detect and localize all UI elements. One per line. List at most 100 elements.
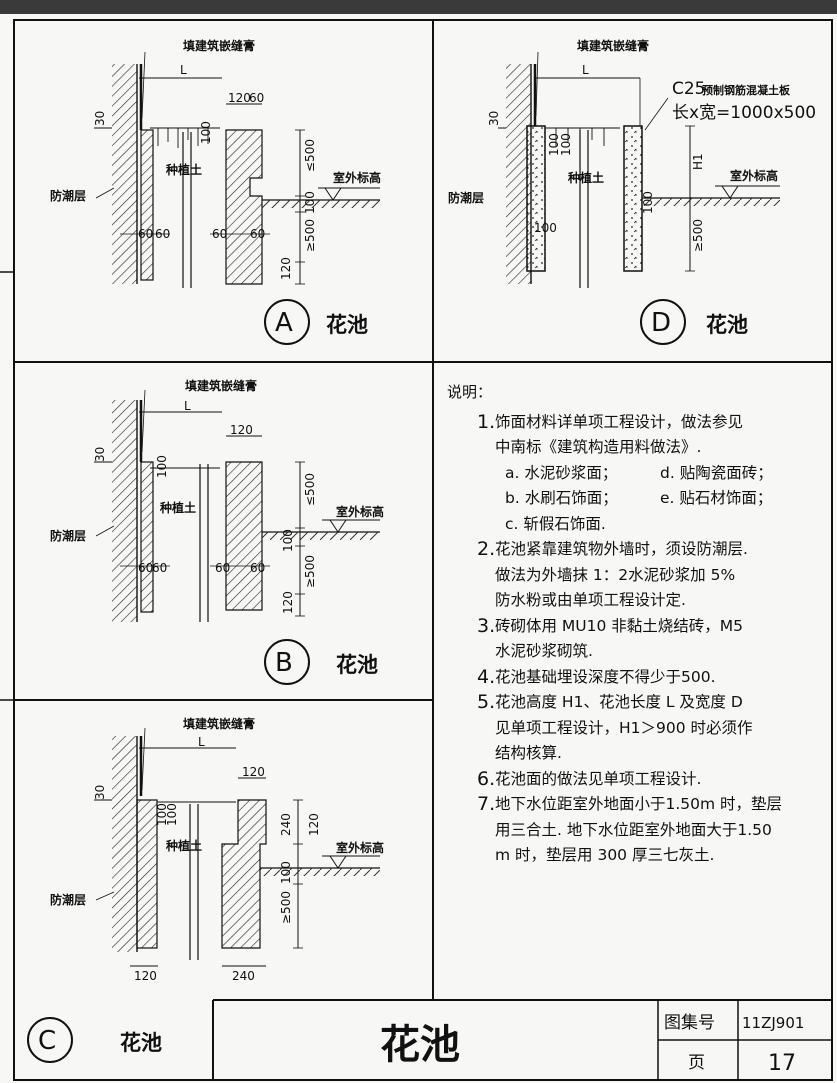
- outdoor-label: 室外标高: [336, 840, 384, 855]
- dim: 60: [250, 561, 265, 575]
- dim-L: L: [184, 399, 191, 413]
- dim: 30: [487, 111, 501, 126]
- note-line: 中南标《建筑构造用料做法》.: [495, 438, 702, 456]
- dim: 100: [303, 191, 317, 214]
- dim: ≤500: [303, 473, 317, 506]
- note-line: 结构核算.: [495, 744, 562, 762]
- dim: ≥500: [303, 555, 317, 588]
- dim: 120: [279, 257, 293, 280]
- slab-size: 长x宽=1000x500: [672, 103, 816, 123]
- caulk-label: 填建筑嵌缝膏: [183, 716, 255, 731]
- precast-slab: [526, 125, 546, 272]
- dim: 120: [230, 423, 253, 437]
- building-wall: [112, 64, 137, 284]
- dim: 60: [212, 227, 227, 241]
- finish-row: c. 斩假石饰面.: [505, 514, 606, 533]
- soil-label: 种植土: [165, 162, 202, 177]
- page-label: 页: [688, 1053, 705, 1073]
- detail-marker-b: [264, 639, 310, 685]
- dim: ≥500: [279, 891, 293, 924]
- soil-label: 种植土: [567, 170, 604, 185]
- dim: 100: [559, 133, 573, 156]
- dim: 60: [138, 227, 153, 241]
- soil-label: 种植土: [159, 500, 196, 515]
- finish-row: a. 水泥砂浆面；d. 贴陶瓷面砖；: [505, 463, 773, 482]
- caulk-label: 填建筑嵌缝膏: [185, 378, 257, 393]
- dim-L: L: [180, 63, 187, 77]
- dim: 60: [215, 561, 230, 575]
- slab-grade: C25: [672, 79, 706, 99]
- detail-letter-d: D: [651, 308, 671, 338]
- page-number: 17: [768, 1051, 796, 1076]
- dim: 100: [199, 121, 213, 144]
- note-item: 5.花池高度 H1、花池长度 L 及宽度 D: [477, 691, 743, 713]
- detail-letter-a: A: [275, 308, 293, 338]
- dim-L: L: [198, 735, 205, 749]
- detail-a: [94, 51, 380, 345]
- outdoor-label: 室外标高: [730, 168, 778, 183]
- detail-title-c: 花池: [120, 1031, 162, 1055]
- dim: 100: [155, 803, 169, 826]
- note-line: 做法为外墙抹 1：2水泥砂浆加 5%: [495, 565, 736, 584]
- dim: 60: [250, 227, 265, 241]
- detail-marker-c: [27, 1017, 73, 1063]
- dim: 60: [155, 227, 170, 241]
- dim: ≥500: [691, 219, 705, 252]
- dim: 100: [279, 861, 293, 884]
- dim: 120: [281, 591, 295, 614]
- caulk-label: 填建筑嵌缝膏: [183, 38, 255, 53]
- dim: 30: [93, 447, 107, 462]
- detail-letter-b: B: [275, 648, 293, 678]
- note-item: 7.地下水位距室外地面小于1.50m 时，垫层: [477, 793, 783, 815]
- top-dark-strip: [0, 0, 837, 16]
- note-line: 防水粉或由单项工程设计定.: [495, 591, 686, 609]
- dim: ≤500: [303, 139, 317, 172]
- finish-row: b. 水刷石饰面；e. 贴石材饰面；: [505, 489, 773, 507]
- note-line: m 时，垫层用 300 厚三七灰土.: [495, 846, 715, 864]
- moisture-label: 防潮层: [50, 892, 86, 907]
- note-item: 1.饰面材料详单项工程设计，做法参见: [477, 410, 744, 433]
- dim: 100: [641, 191, 655, 214]
- note-line: 见单项工程设计，H1＞900 时必须作: [495, 718, 753, 737]
- detail-letter-c: C: [38, 1026, 56, 1056]
- detail-marker-a: [264, 299, 310, 345]
- outdoor-label: 室外标高: [333, 170, 381, 185]
- dim: 60: [152, 561, 167, 575]
- note-item: 4.花池基础埋设深度不得少于500.: [477, 665, 716, 688]
- moisture-label: 防潮层: [50, 188, 86, 203]
- slab-desc: 预制钢筋混凝土板: [702, 83, 791, 97]
- note-item: 6.花池面的做法见单项工程设计.: [477, 767, 702, 790]
- moisture-label: 防潮层: [50, 528, 86, 543]
- dim: 120: [134, 969, 157, 983]
- notes-heading: 说明：: [447, 383, 493, 401]
- dim-h1: H1: [691, 153, 705, 170]
- dim: 120: [307, 813, 321, 836]
- dim: 120: [228, 91, 251, 105]
- dim: 30: [93, 111, 107, 126]
- outdoor-label: 室外标高: [336, 504, 384, 519]
- moisture-label: 防潮层: [448, 190, 484, 205]
- dim: 30: [93, 785, 107, 800]
- dim: 100: [155, 455, 169, 478]
- detail-title-a: 花池: [326, 313, 368, 337]
- detail-b: [94, 389, 380, 685]
- dim: ≥500: [303, 219, 317, 252]
- note-item: 2.花池紧靠建筑物外墙时，须设防潮层.: [477, 538, 748, 560]
- detail-d: [498, 51, 780, 345]
- soil-label: 种植土: [165, 838, 202, 853]
- dim: 60: [249, 91, 264, 105]
- sheet-title: 花池: [380, 1022, 460, 1068]
- pool-wall: [225, 129, 263, 285]
- note-item: 3.砖砌体用 MU10 非黏土烧结砖，M5: [477, 614, 744, 637]
- detail-title-b: 花池: [336, 653, 378, 677]
- dim-L: L: [582, 63, 589, 77]
- note-line: 水泥砂浆砌筑.: [495, 642, 593, 660]
- dim: 100: [165, 803, 179, 826]
- detail-marker-d: [640, 299, 686, 345]
- dim: 100: [547, 133, 561, 156]
- dim: 240: [279, 813, 293, 836]
- design-notes: 说明： 1.饰面材料详单项工程设计，做法参见 中南标《建筑构造用料做法》. a.…: [447, 380, 832, 869]
- atlas-number: 11ZJ901: [742, 1014, 804, 1032]
- dim: 60: [138, 561, 153, 575]
